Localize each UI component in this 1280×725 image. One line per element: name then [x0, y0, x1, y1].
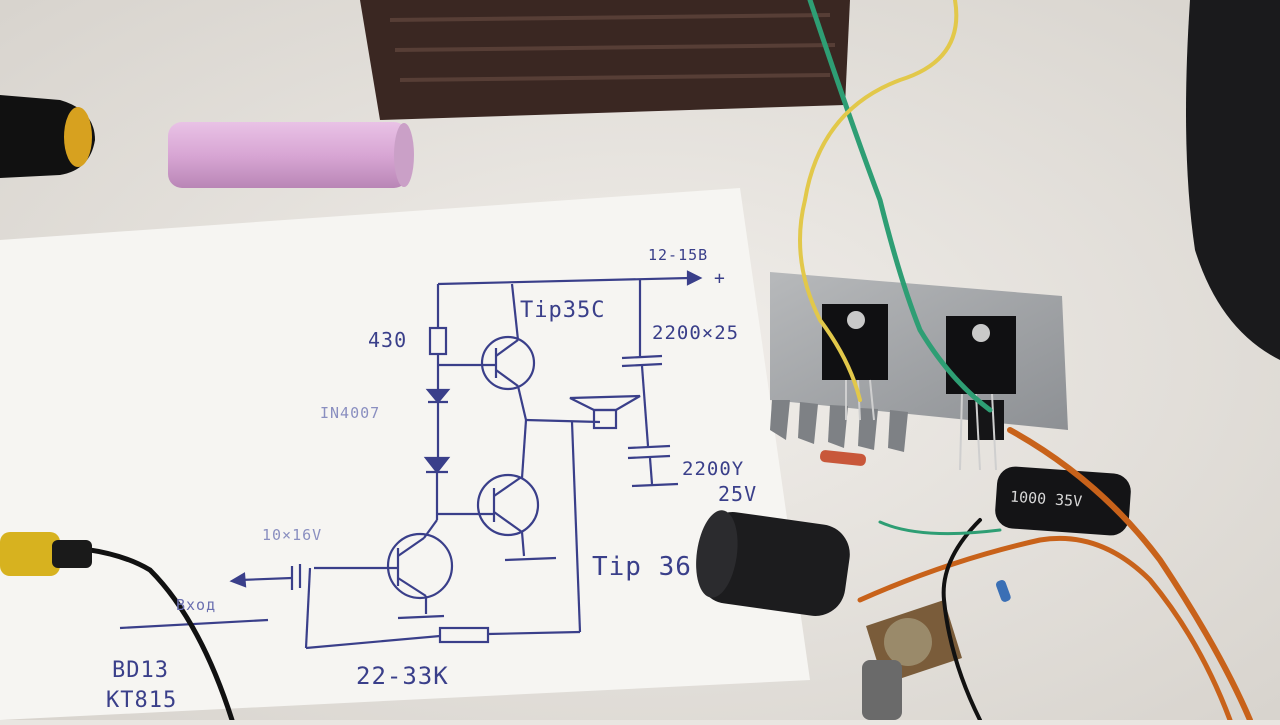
supply-plus-label: +: [714, 268, 726, 289]
dark-object: [1186, 0, 1280, 360]
bottom-capacitor-label: 2200Y: [682, 458, 745, 480]
bottom-transistor-label: Tip 36: [592, 552, 692, 582]
battery: [168, 122, 408, 188]
bottom-capacitor-voltage: 25V: [718, 482, 758, 506]
top-capacitor-label: 2200×25: [652, 322, 740, 344]
input-capacitor-label: 10×16V: [262, 526, 323, 544]
heat-sink-fins: [770, 400, 908, 452]
diode-label: IN4007: [320, 404, 381, 422]
component-leads: [845, 379, 997, 471]
input-label: Вход: [176, 596, 217, 614]
resistor: [819, 450, 867, 466]
schematic-paper: [0, 188, 810, 720]
power-transistors: [822, 304, 1016, 440]
schematic-lines: [119, 270, 703, 650]
rca-plug: [0, 532, 92, 576]
resistor-430-label: 430: [368, 328, 408, 352]
driver-transistor-label-2: KT815: [106, 688, 178, 713]
feedback-resistor-label: 22-33K: [356, 662, 449, 690]
supply-voltage-label: 12-15B: [648, 246, 709, 264]
driver-transistor-label-1: BD13: [112, 658, 169, 683]
wrapped-transformer: [360, 0, 850, 120]
potentiometer: [862, 600, 962, 720]
capacitor-large: [696, 510, 850, 616]
top-transistor-label: Tip35C: [520, 298, 606, 323]
capacitor-horizontal: [995, 466, 1131, 536]
